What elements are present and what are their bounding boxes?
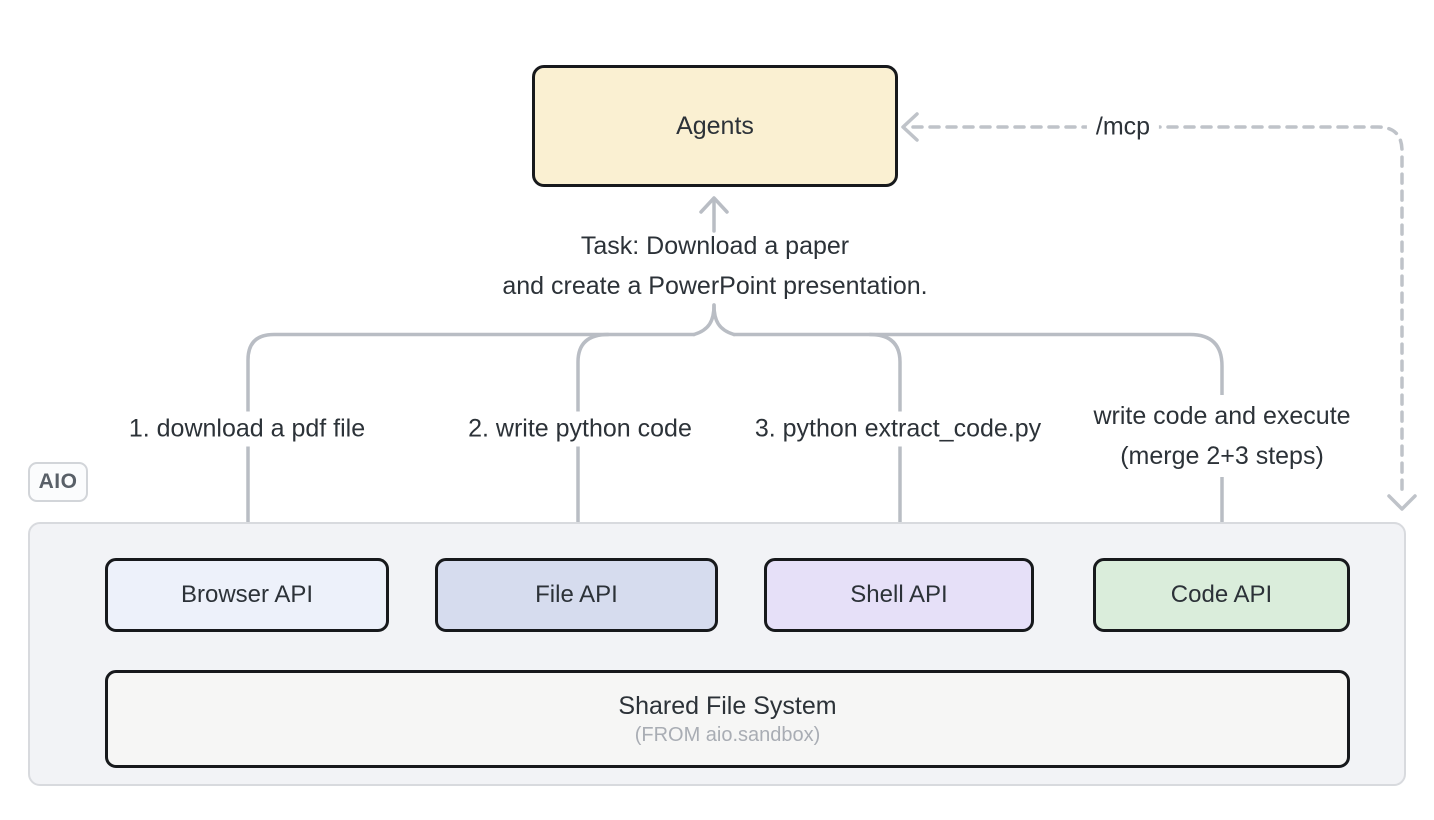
shared-file-system-subtitle: (FROM aio.sandbox) [634, 724, 821, 746]
aio-badge: AIO [28, 462, 88, 502]
arrowhead-up-icon [699, 196, 729, 214]
file-api-label: File API [535, 581, 618, 608]
file-api-node: File API [435, 558, 718, 632]
arrowhead-down-icon [1387, 494, 1417, 511]
shared-file-system-title: Shared File System [618, 692, 837, 720]
code-api-label: Code API [1170, 581, 1273, 608]
branch-label-2: 2. write python code [459, 411, 701, 447]
browser-api-label: Browser API [180, 581, 314, 608]
branch-label-4-line-1: write code and execute [1093, 402, 1351, 430]
task-line-1: Task: Download a paper [580, 232, 850, 260]
mcp-label: /mcp [1086, 109, 1160, 145]
arrowhead-left-icon [901, 112, 919, 142]
agents-node: Agents [532, 65, 898, 187]
mcp-dashed-arrow [901, 112, 1417, 511]
shell-api-node: Shell API [764, 558, 1034, 632]
browser-api-node: Browser API [105, 558, 389, 632]
branch-label-3: 3. python extract_code.py [745, 411, 1051, 447]
agents-node-label: Agents [676, 111, 754, 140]
task-to-agents-arrow [699, 196, 729, 233]
task-annotation: Task: Download a paper and create a Powe… [502, 226, 927, 306]
branch-label-4-line-2: (merge 2+3 steps) [1120, 442, 1324, 470]
branch-fork [692, 303, 736, 337]
code-api-node: Code API [1093, 558, 1350, 632]
task-line-2: and create a PowerPoint presentation. [502, 272, 928, 300]
branch-label-4: write code and execute (merge 2+3 steps) [1084, 395, 1360, 477]
shell-api-label: Shell API [850, 581, 948, 608]
branch-line-2 [576, 332, 610, 545]
branch-label-1: 1. download a pdf file [119, 411, 375, 447]
branch-line-1 [246, 332, 696, 545]
shared-file-system-node: Shared File System (FROM aio.sandbox) [105, 670, 1350, 768]
branch-line-4 [732, 332, 1224, 545]
branch-line-3 [868, 332, 902, 545]
